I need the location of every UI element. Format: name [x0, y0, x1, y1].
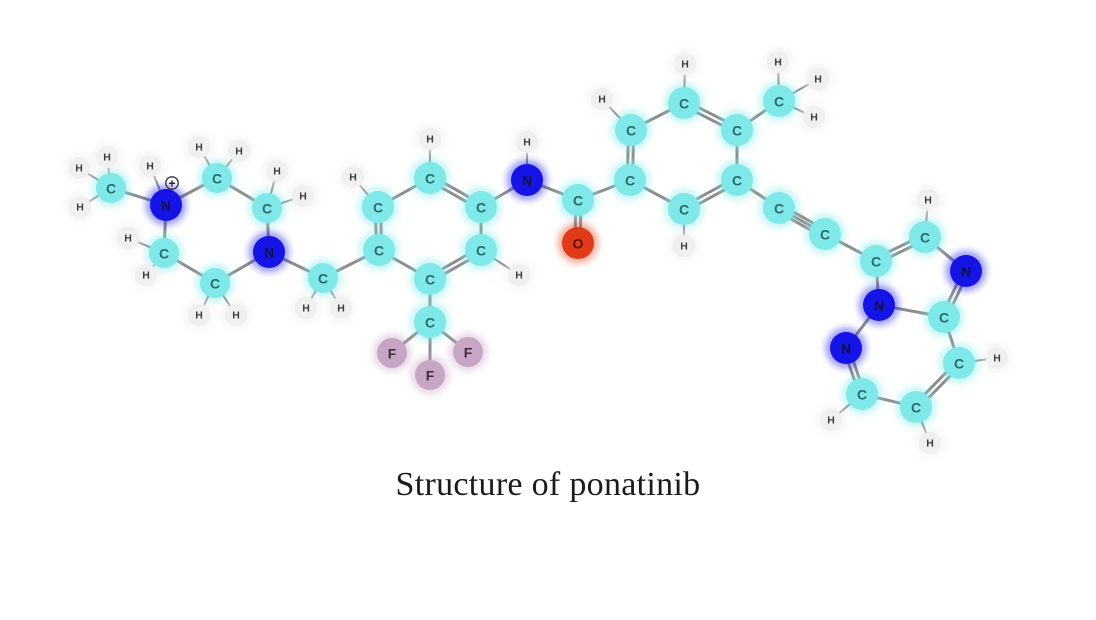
atom-h-h10: [117, 227, 139, 249]
atom-layer: [68, 51, 1008, 454]
atom-h-h2: [96, 146, 118, 168]
figure-caption: Structure of ponatinib: [395, 466, 701, 503]
atom-h-h22: [673, 235, 695, 257]
atom-c-c6: [308, 263, 338, 293]
atom-h-h21: [803, 106, 825, 128]
atom-h-hn3: [516, 131, 538, 153]
atom-h-h26: [986, 347, 1008, 369]
atom-c-c15: [614, 164, 646, 196]
atom-c-c27: [846, 378, 878, 410]
atom-c-c28: [900, 391, 932, 423]
atom-h-h7: [292, 185, 314, 207]
atom-h-h13: [330, 297, 352, 319]
atom-h-h11: [135, 264, 157, 286]
atom-h-h6: [266, 160, 288, 182]
atom-c-c19: [763, 85, 795, 117]
atom-h-h3: [69, 196, 91, 218]
atom-h-hn1: [139, 155, 161, 177]
atom-c-c17: [668, 87, 700, 119]
atom-c-c18: [721, 114, 753, 146]
atom-h-h14: [342, 166, 364, 188]
atom-h-h24: [820, 409, 842, 431]
atom-c-c16: [615, 114, 647, 146]
atom-c-c21: [668, 193, 700, 225]
atom-f-f1: [377, 338, 407, 368]
atom-c-c7: [363, 234, 395, 266]
atom-c-c10: [465, 191, 497, 223]
atom-n-n6: [830, 332, 862, 364]
charge-badge: +: [165, 176, 179, 191]
atom-c-c14: [562, 184, 594, 216]
atom-n-n5: [950, 255, 982, 287]
atom-h-h9: [225, 304, 247, 326]
atom-c-c8: [362, 191, 394, 223]
atom-n-n3: [511, 164, 543, 196]
atom-c-c23: [809, 218, 841, 250]
atom-c-c1: [96, 173, 126, 203]
atom-c-c25: [909, 221, 941, 253]
atom-h-h16: [508, 264, 530, 286]
atom-n-n1: [150, 189, 182, 221]
atom-c-c11: [465, 234, 497, 266]
atom-c-c22: [763, 192, 795, 224]
atom-c-c2: [202, 163, 232, 193]
atom-c-c26: [928, 301, 960, 333]
atom-h-h17: [591, 88, 613, 110]
atom-c-c13: [414, 306, 446, 338]
atom-f-f3: [453, 337, 483, 367]
atom-c-c24: [860, 245, 892, 277]
atom-c-c5: [149, 238, 179, 268]
atom-h-h5: [228, 140, 250, 162]
atom-f-f2: [415, 360, 445, 390]
atom-c-c29: [943, 347, 975, 379]
atom-h-h25: [919, 432, 941, 454]
atom-h-h4: [188, 136, 210, 158]
atom-c-c20: [721, 164, 753, 196]
atom-h-h20: [807, 68, 829, 90]
atom-h-h12: [295, 297, 317, 319]
atom-n-n4: [863, 289, 895, 321]
atom-c-c4: [200, 268, 230, 298]
atom-c-c12: [414, 263, 446, 295]
atom-h-h19: [767, 51, 789, 73]
atom-h-h15: [419, 128, 441, 150]
atom-h-h8: [188, 304, 210, 326]
atom-n-n2: [253, 236, 285, 268]
atom-h-h18: [674, 53, 696, 75]
svg-text:+: +: [168, 177, 175, 191]
atom-o-o1: [562, 227, 594, 259]
atom-c-c3: [252, 193, 282, 223]
atom-h-h23: [917, 189, 939, 211]
atom-c-c9: [414, 162, 446, 194]
atom-h-h1: [68, 157, 90, 179]
